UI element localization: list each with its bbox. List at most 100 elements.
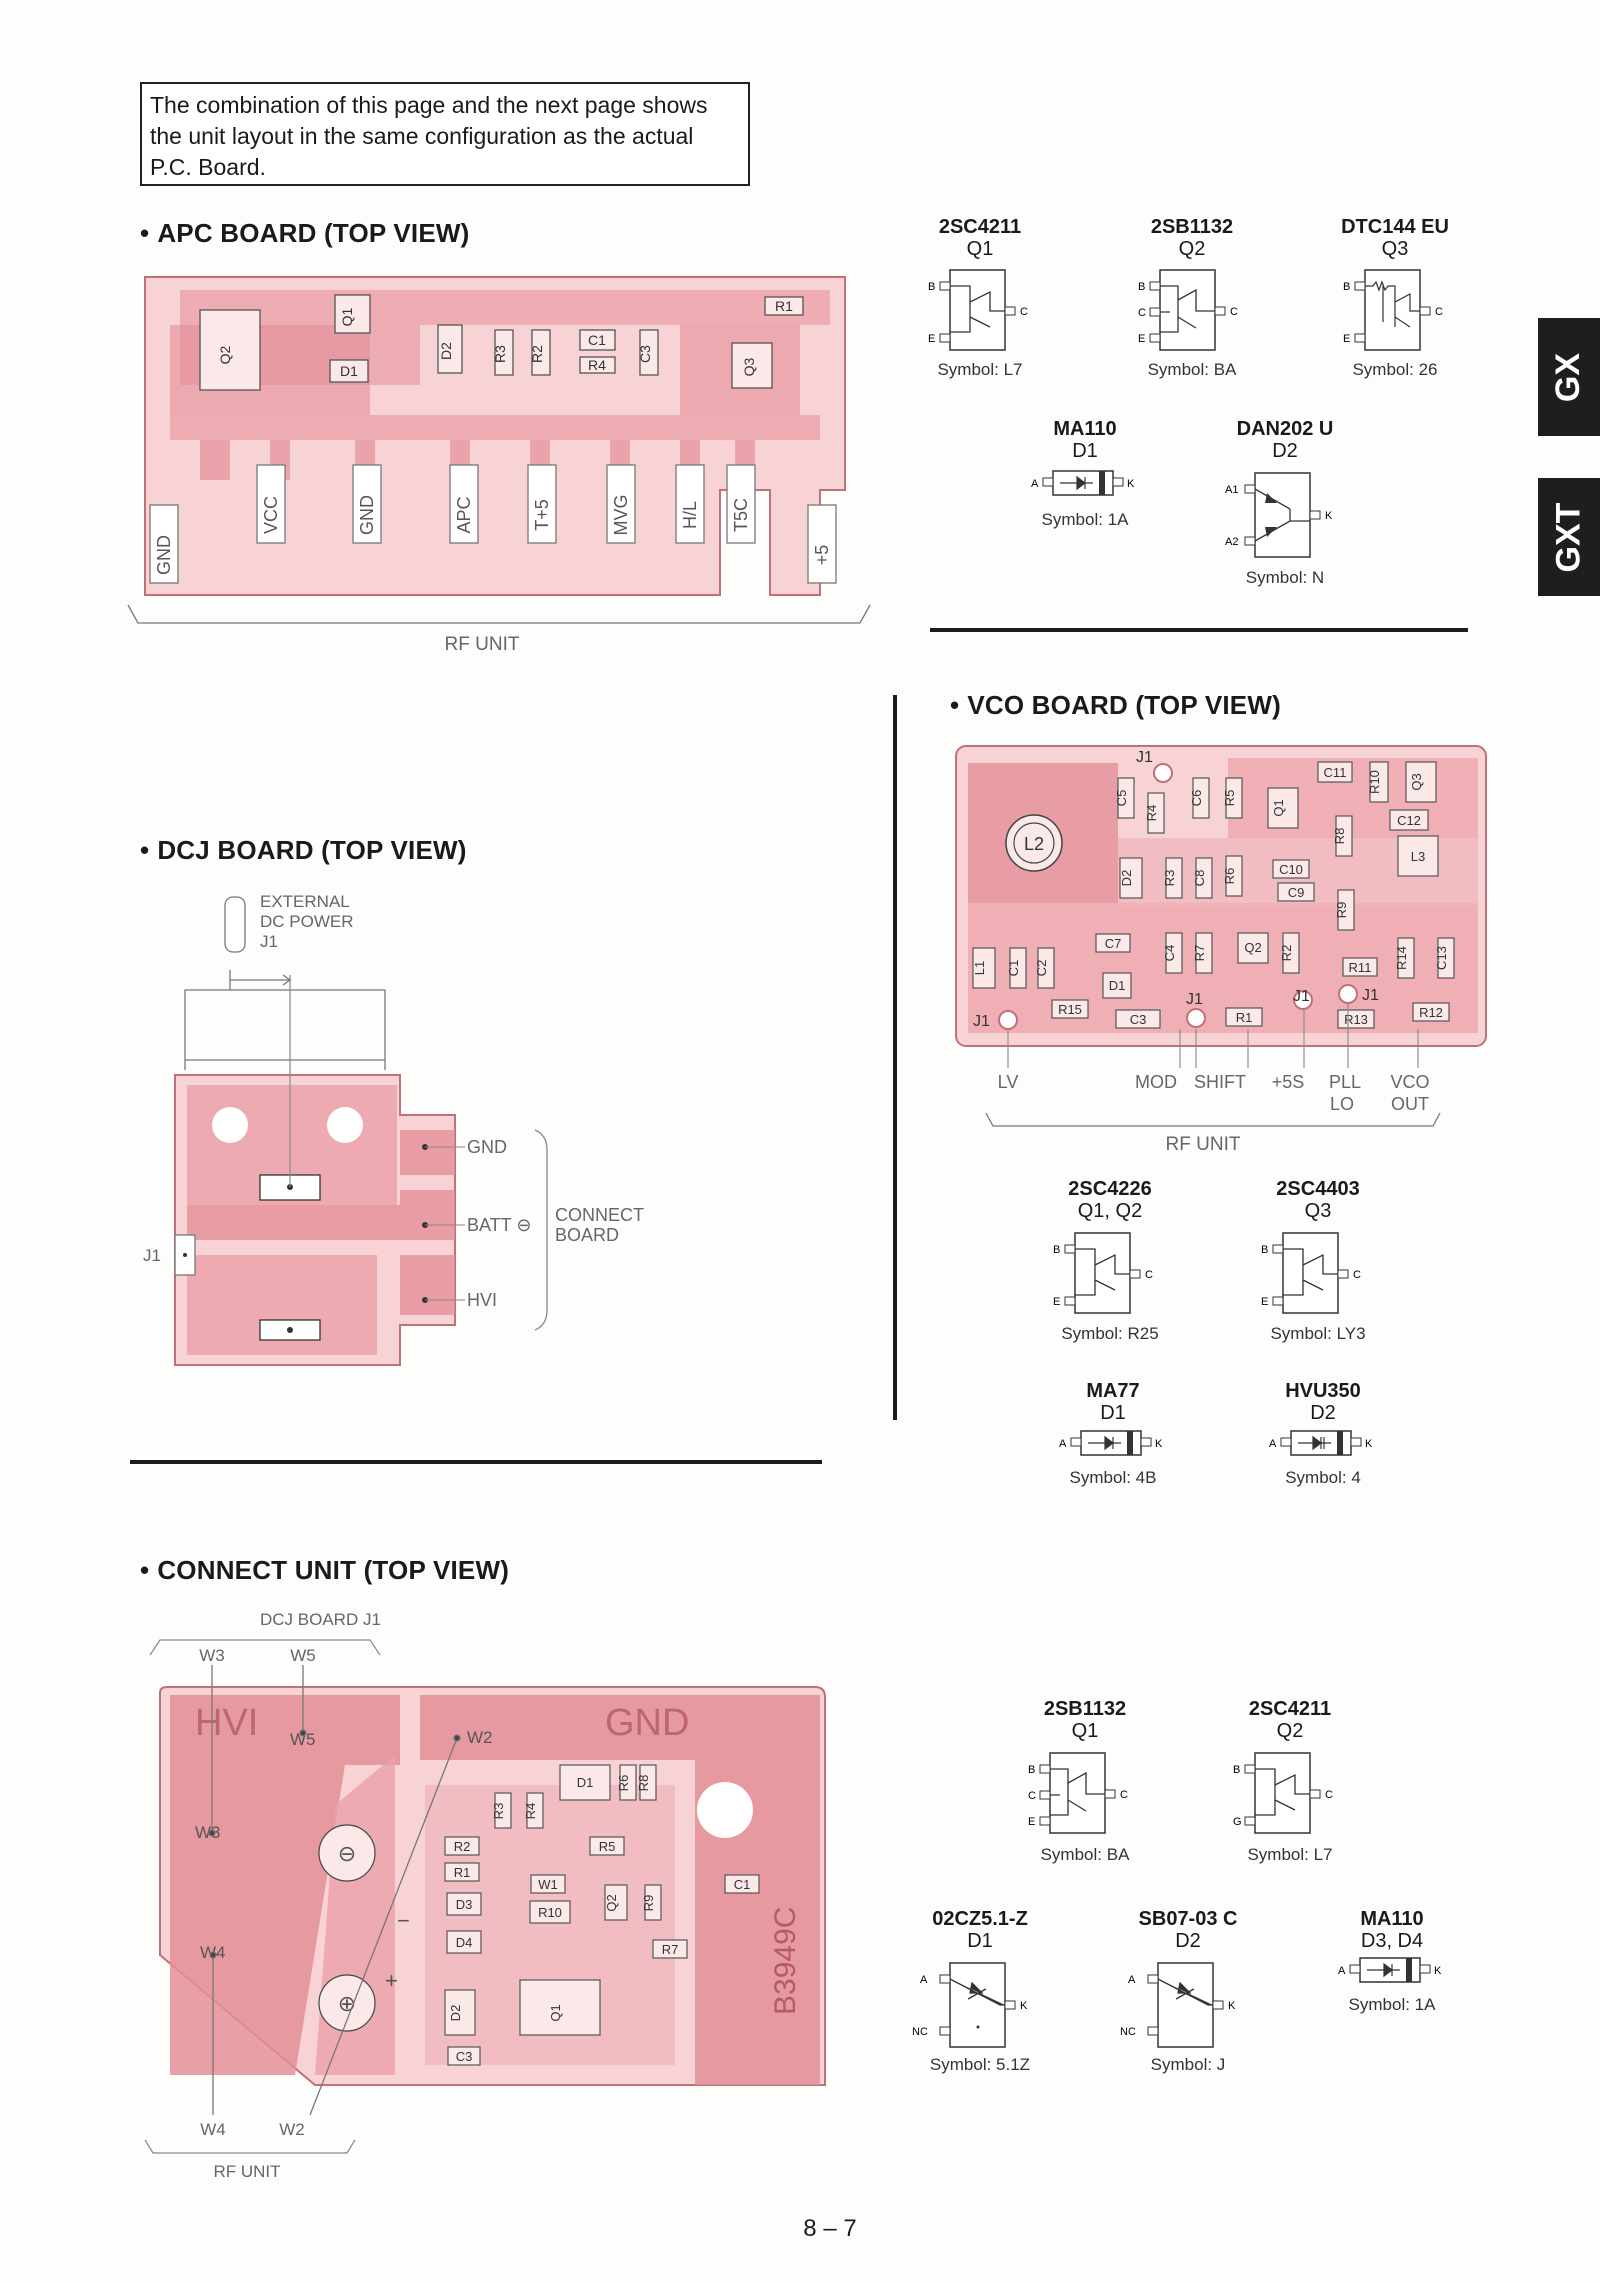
apc-unit-label: RF UNIT (445, 634, 520, 655)
dcj-ext-label: J1 (260, 932, 278, 951)
diagram-label: J1 (1186, 991, 1203, 1008)
conn-d2-name: SB07-03 C (1138, 1908, 1238, 1930)
diagram-label: R12 (1419, 1005, 1443, 1020)
diagram-label: Q2 (1244, 940, 1261, 955)
apc-comp-label: C1 (588, 332, 606, 348)
diagram-label: B (1028, 1764, 1035, 1776)
diagram-label: C (1020, 306, 1028, 318)
diagram-label: C5 (1114, 790, 1129, 807)
apc-d1-name: MA110 (1053, 418, 1117, 440)
diagram-label: C13 (1434, 946, 1449, 970)
diagram-label: R9 (1334, 902, 1349, 919)
diagram-label: B (928, 281, 935, 293)
vco-pin-label: LO (1330, 1094, 1354, 1114)
dcj-connect-label: BOARD (555, 1225, 619, 1245)
vco-d2-name: HVU350 (1285, 1380, 1361, 1402)
vco-q12-ref: Q1, Q2 (1077, 1200, 1143, 1222)
diagram-label: C (1145, 1269, 1153, 1281)
apc-d2-ref: D2 (1272, 440, 1298, 462)
conn-q1-ref: Q1 (1071, 1720, 1099, 1742)
apc-comp-label: Q1 (339, 307, 355, 326)
connect-board-label: W5 (290, 1730, 316, 1749)
diagram-label: C3 (456, 2049, 473, 2064)
page-number: 8 – 7 (803, 2215, 857, 2242)
diagram-label: B (1343, 281, 1350, 293)
diagram-label: R6 (616, 1775, 631, 1792)
apc-d2-name: DAN202 U (1236, 418, 1334, 440)
diagram-label: Q2 (604, 1894, 619, 1911)
vco-q12-symbol: Symbol: R25 (1061, 1324, 1159, 1343)
diagram-label: K (1228, 2000, 1236, 2012)
conn-q2-name: 2SC4211 (1248, 1698, 1332, 1720)
diagram-label: C (1325, 1789, 1333, 1801)
diagram-label: NC (912, 2026, 928, 2038)
apc-q3-ref: Q3 (1381, 238, 1409, 260)
diagram-label: A (1269, 1438, 1277, 1450)
apc-q3-name: DTC144 EU (1341, 216, 1449, 238)
vco-board-title: •VCO BOARD (TOP VIEW) (950, 690, 1281, 720)
vertical-divider (893, 695, 897, 1420)
diagram-label: B (1261, 1244, 1268, 1256)
diagram-label: R1 (454, 1865, 471, 1880)
diagram-label: R2 (1279, 945, 1294, 962)
diagram-label: Q1 (548, 2004, 563, 2021)
notice-text: The combination of this page and the nex… (150, 92, 708, 180)
diagram-label: NC (1120, 2026, 1136, 2038)
diagram-label: A (1059, 1438, 1067, 1450)
apc-d1-symbol: Symbol: 1A (1041, 510, 1129, 529)
diagram-label: A (1338, 1965, 1346, 1977)
apc-pin-label: T5C (731, 498, 751, 532)
dcj-title-text: DCJ BOARD (TOP VIEW) (157, 835, 467, 865)
diagram-label: D1 (1109, 978, 1126, 993)
conn-d34-symbol: Symbol: 1A (1348, 1995, 1436, 2014)
apc-pin-label: T+5 (532, 499, 552, 531)
conn-d1-ref: D1 (967, 1930, 993, 1952)
diagram-label: D2 (1119, 870, 1134, 887)
diagram-label: Q1 (1271, 799, 1286, 816)
diagram-label: Q3 (1409, 773, 1424, 790)
diagram-label: R13 (1344, 1012, 1368, 1027)
diagram-label: D1 (577, 1775, 594, 1790)
diagram-label: D4 (456, 1935, 473, 1950)
tab-gxt[interactable]: GXT (1538, 478, 1600, 596)
conn-q2-ref: Q2 (1276, 1720, 1304, 1742)
apc-comp-label: Q2 (217, 345, 233, 364)
vco-comp-label: L2 (1024, 834, 1044, 854)
vco-pin-label: MOD (1135, 1072, 1177, 1092)
vco-d1-name: MA77 (1086, 1380, 1140, 1402)
diagram-label: E (1343, 333, 1350, 345)
apc-comp-label: Q3 (741, 357, 757, 376)
diagram-label: R14 (1394, 946, 1409, 970)
conn-d1-name: 02CZ5.1-Z (932, 1908, 1028, 1930)
vco-pin-label: SHIFT (1194, 1072, 1246, 1092)
svg-text:+: + (385, 1968, 398, 1993)
connect-board-label: W2 (467, 1728, 493, 1747)
tab-gx[interactable]: GX (1538, 318, 1600, 436)
connect-board-label: W3 (195, 1823, 221, 1842)
apc-q3-symbol: Symbol: 26 (1352, 360, 1438, 379)
vco-pin-label: PLL (1329, 1072, 1361, 1092)
apc-comp-label: D1 (340, 363, 358, 379)
diagram-label: A (920, 1974, 928, 1986)
diagram-label: L3 (1411, 849, 1425, 864)
connect-board-label: GND (605, 1702, 689, 1744)
vco-pin-label: OUT (1391, 1094, 1429, 1114)
vco-q3-ref: Q3 (1304, 1200, 1332, 1222)
diagram-label: R15 (1058, 1002, 1082, 1017)
diagram-label: J1 (1136, 749, 1153, 766)
apc-comp-label: R3 (492, 345, 508, 363)
apc-comp-label: R2 (529, 345, 545, 363)
conn-q2-symbol: Symbol: L7 (1247, 1845, 1333, 1864)
diagram-label: G (1233, 1816, 1242, 1828)
diagram-label: C (1435, 306, 1443, 318)
apc-pin-label: H/L (680, 501, 700, 529)
dcj-j1-label: J1 (143, 1246, 161, 1265)
transistor-npn-icon: BEC (928, 269, 1028, 351)
